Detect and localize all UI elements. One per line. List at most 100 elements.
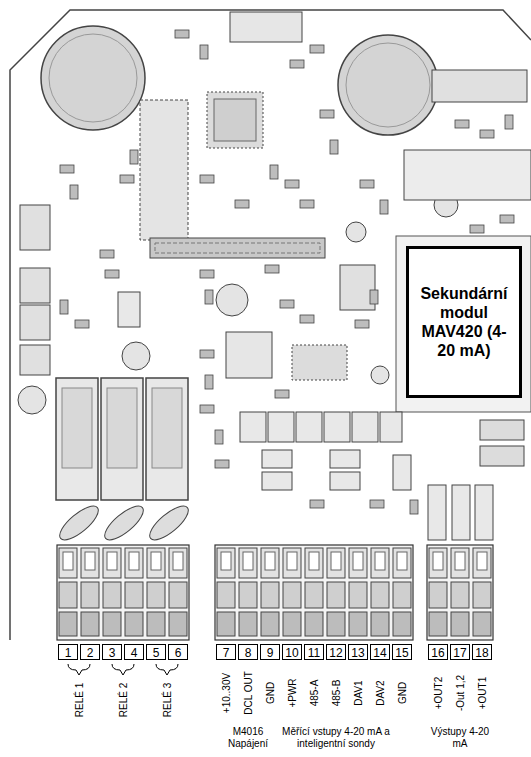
smd-component xyxy=(455,120,469,128)
terminal-number: 8 xyxy=(238,644,258,660)
terminal-clamp xyxy=(393,548,411,578)
terminal-block xyxy=(215,545,413,640)
terminal-number: 7 xyxy=(216,644,236,660)
pin-name: DAV2 xyxy=(375,679,386,706)
terminal-entry xyxy=(261,612,279,636)
smd-component xyxy=(480,130,494,138)
smd-component xyxy=(60,165,74,173)
smd-component xyxy=(205,290,213,304)
terminal-entry xyxy=(283,612,301,636)
terminal-number: 4 xyxy=(124,644,144,660)
relay-body xyxy=(62,388,92,468)
relay-body xyxy=(107,388,137,468)
terminal-screw xyxy=(265,552,275,570)
terminal-number: 9 xyxy=(260,644,280,660)
terminal-body xyxy=(371,582,389,608)
terminal-body xyxy=(81,582,99,608)
component xyxy=(428,485,446,540)
group-caption: Měřící vstupy 4-20 mA a inteligentní son… xyxy=(280,726,392,750)
relay-label: RELÉ 1 xyxy=(74,682,85,718)
smd-component xyxy=(470,225,484,233)
battery xyxy=(338,35,438,135)
terminal-screw xyxy=(433,552,443,570)
smd-component xyxy=(205,375,213,389)
terminal-number: 13 xyxy=(348,644,368,660)
component xyxy=(330,472,360,490)
smd-component xyxy=(200,350,214,358)
terminal-screw xyxy=(353,552,363,570)
smd-component xyxy=(370,500,384,508)
relay-body xyxy=(152,388,182,468)
capacitor xyxy=(18,386,46,414)
smd-component xyxy=(70,185,78,199)
terminal-clamp xyxy=(217,548,235,578)
terminal-clamp xyxy=(473,548,491,578)
terminal-number: 12 xyxy=(326,644,346,660)
terminal-clamp xyxy=(239,548,257,578)
smd-component xyxy=(275,390,289,398)
terminal-screw xyxy=(221,552,231,570)
smd-component xyxy=(235,200,249,208)
smd-component xyxy=(265,265,279,273)
terminal-clamp xyxy=(349,548,367,578)
terminal-number: 17 xyxy=(450,644,470,660)
smd-component xyxy=(300,200,314,208)
smd-component xyxy=(60,300,68,314)
smd-component xyxy=(355,320,369,328)
relay-label: RELÉ 2 xyxy=(118,682,129,718)
terminal-clamp xyxy=(327,548,345,578)
relay-bracket xyxy=(156,664,178,675)
component xyxy=(475,485,493,540)
terminal-clamp xyxy=(305,548,323,578)
pin-row xyxy=(155,243,320,253)
terminal-clamp xyxy=(169,548,187,578)
relay-bracket xyxy=(112,664,134,675)
module-text: Sekundární modul MAV420 (4-20 mA) xyxy=(415,284,513,360)
terminal-screw xyxy=(477,552,487,570)
terminal-screw xyxy=(151,552,161,570)
smd-component xyxy=(120,175,134,183)
terminal-screw xyxy=(243,552,253,570)
component xyxy=(480,446,524,466)
terminal-screw xyxy=(331,552,341,570)
smd-component xyxy=(75,320,89,328)
smd-component xyxy=(500,215,514,223)
terminal-screw xyxy=(455,552,465,570)
group-caption: M4016 Napájení xyxy=(216,726,280,750)
relay xyxy=(56,378,98,500)
smd-component xyxy=(105,270,119,278)
resistor-array xyxy=(352,412,378,442)
module-box: Sekundární modul MAV420 (4-20 mA) xyxy=(406,246,522,398)
terminal-body xyxy=(451,582,469,608)
terminal-clamp xyxy=(59,548,77,578)
terminal-entry xyxy=(217,612,235,636)
component xyxy=(452,485,470,540)
connector xyxy=(20,205,50,250)
terminal-entry xyxy=(103,612,121,636)
battery-ring xyxy=(49,34,137,122)
board-outline xyxy=(10,10,531,640)
microcontroller xyxy=(207,92,263,148)
terminal-number: 5 xyxy=(146,644,166,660)
terminal-screw xyxy=(173,552,183,570)
component xyxy=(262,472,292,490)
smd-component xyxy=(285,180,299,188)
ic xyxy=(292,345,347,380)
resistor-array xyxy=(268,412,294,442)
transistor xyxy=(371,366,389,384)
terminal-screw xyxy=(129,552,139,570)
connector xyxy=(20,345,50,375)
crystal xyxy=(432,70,527,102)
relay xyxy=(101,378,143,500)
terminal-number: 18 xyxy=(472,644,492,660)
terminal-clamp xyxy=(261,548,279,578)
varistor xyxy=(100,501,148,546)
relay-bracket xyxy=(68,664,90,675)
terminal-number: 2 xyxy=(80,644,100,660)
smd-component xyxy=(200,45,208,59)
terminal-number: 15 xyxy=(392,644,412,660)
terminal-body xyxy=(217,582,235,608)
component xyxy=(480,420,524,440)
terminal-body xyxy=(261,582,279,608)
